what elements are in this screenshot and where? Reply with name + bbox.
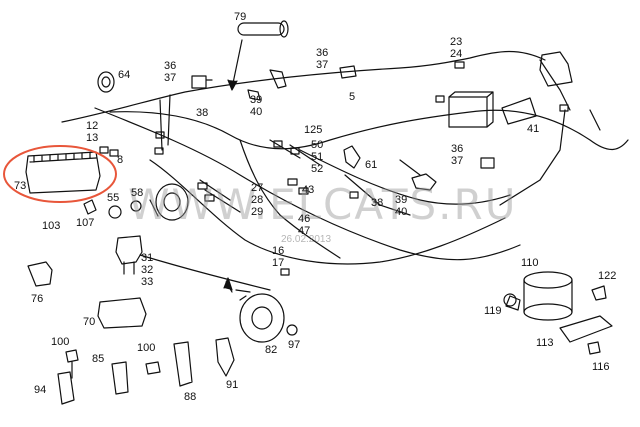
watermark: WWW.ELCATS.RU: [128, 180, 518, 229]
part-label-64: 64: [118, 69, 131, 81]
part-label-41: 41: [527, 123, 540, 135]
part-label-103: 103: [42, 220, 61, 232]
part-label-91: 91: [226, 379, 239, 391]
part-label-38-a: 38: [196, 107, 209, 119]
part-label-43: 43: [302, 184, 315, 196]
harness-bottom-branch: [139, 254, 271, 291]
part-label-88: 88: [184, 391, 197, 403]
part-label-113: 113: [536, 337, 554, 349]
part-label-100-b: 100: [137, 342, 156, 354]
main-harness-trunk: [61, 50, 546, 123]
part-label-5: 5: [349, 91, 356, 103]
part-label-107: 107: [76, 217, 95, 229]
date-stamp: 26.02.2013: [281, 234, 332, 245]
part-label-94: 94: [34, 384, 47, 396]
part-79-grommet: [227, 20, 289, 91]
part-label-116: 116: [592, 361, 610, 373]
harness-inner-loop: [109, 109, 629, 150]
part-label-38-b: 38: [371, 197, 384, 209]
main-harness-lower: [94, 107, 521, 261]
harness-center-right: [299, 149, 511, 205]
harness-lower-branch: [149, 159, 506, 265]
part-label-82: 82: [265, 344, 278, 356]
part-label-97: 97: [288, 339, 301, 351]
part-label-119: 119: [484, 305, 502, 317]
part-64-grommet: [97, 71, 115, 93]
part-label-85: 85: [92, 353, 105, 365]
part-label-100-a: 100: [51, 336, 70, 348]
part-label-70: 70: [83, 316, 96, 328]
part-label-110: 110: [521, 257, 539, 269]
part-110-canister: [523, 271, 573, 321]
part-label-55: 55: [107, 192, 120, 204]
part-label-61: 61: [365, 159, 378, 171]
part-82-horn: [223, 277, 285, 343]
part-label-8: 8: [117, 154, 124, 166]
part-label-58: 58: [131, 187, 144, 199]
harness-center-spine: [239, 139, 341, 259]
part-label-79: 79: [234, 11, 247, 23]
part-label-76: 76: [31, 293, 44, 305]
part-label-73: 73: [14, 180, 27, 192]
part-label-122: 122: [598, 270, 617, 282]
part-label-125: 125: [304, 124, 323, 136]
